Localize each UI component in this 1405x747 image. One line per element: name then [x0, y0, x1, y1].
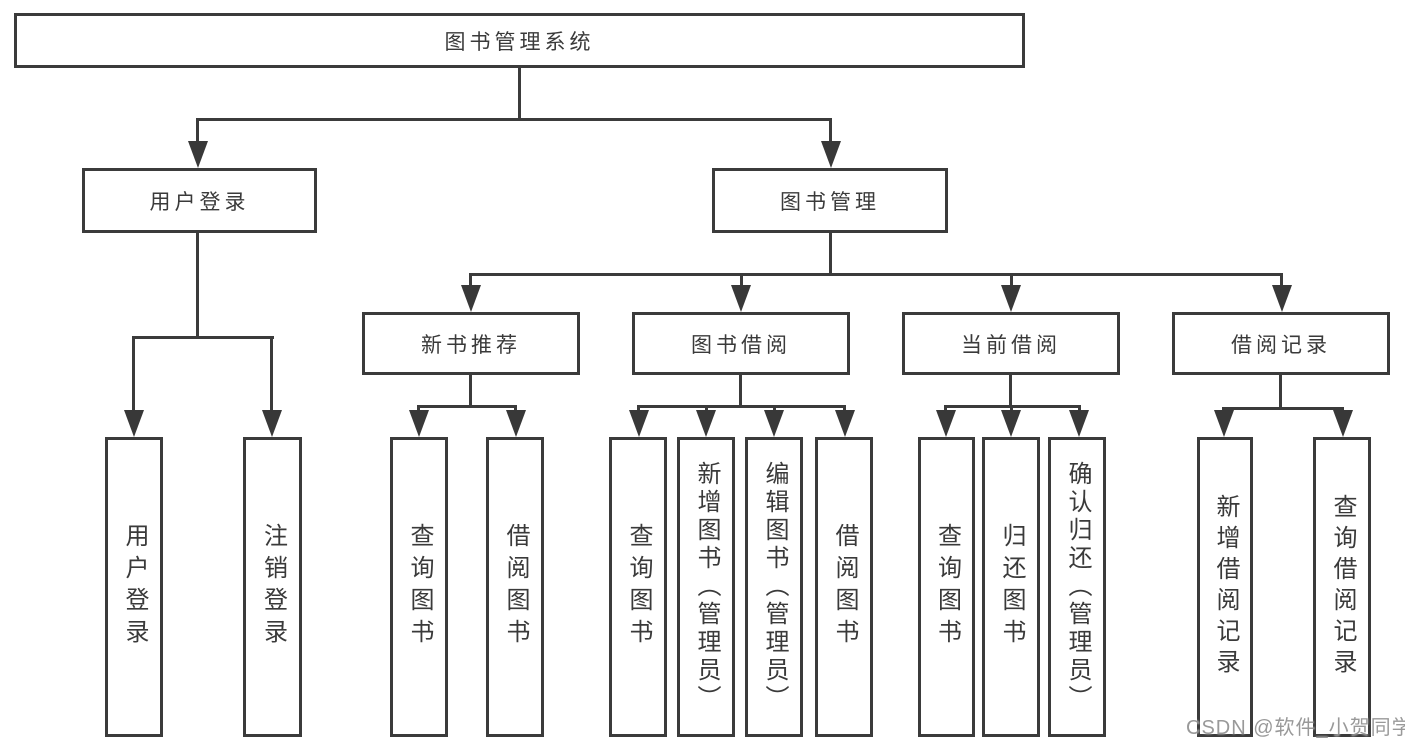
- node-label: 确认归还（管理员）: [1064, 461, 1091, 713]
- leaf-query-borrow-record: 查询借阅记录: [1313, 437, 1371, 737]
- connector-line: [1009, 375, 1012, 407]
- arrowhead-down-icon: [1214, 410, 1234, 437]
- connector-line: [514, 405, 517, 413]
- connector-line: [1222, 407, 1344, 410]
- connector-line: [1078, 405, 1081, 413]
- leaf-query-books-recommend: 查询图书: [390, 437, 448, 737]
- connector-line: [773, 405, 776, 413]
- node-label: 查询借阅记录: [1329, 494, 1356, 680]
- node-label: 用户登录: [121, 523, 148, 651]
- arrowhead-down-icon: [936, 410, 956, 437]
- connector-line: [132, 336, 135, 412]
- connector-line: [270, 336, 273, 412]
- connector-line: [740, 273, 743, 287]
- leaf-borrow-books-borrow: 借阅图书: [815, 437, 873, 737]
- node-label: 图书管理: [780, 190, 880, 214]
- connector-line: [705, 405, 708, 413]
- connector-line: [637, 405, 846, 408]
- arrowhead-down-icon: [821, 141, 841, 168]
- arrowhead-down-icon: [461, 285, 481, 312]
- arrowhead-down-icon: [506, 410, 526, 437]
- connector-line: [196, 118, 832, 121]
- leaf-borrow-books-recommend: 借阅图书: [486, 437, 544, 737]
- connector-line: [196, 233, 199, 338]
- arrowhead-down-icon: [1001, 410, 1021, 437]
- csdn-watermark: CSDN @软件_小贺同学: [1186, 717, 1405, 739]
- leaf-add-books-admin: 新增图书（管理员）: [677, 437, 735, 737]
- connector-line: [417, 405, 420, 413]
- node-label: 查询图书: [933, 523, 961, 651]
- arrowhead-down-icon: [1001, 285, 1021, 312]
- leaf-confirm-return-admin: 确认归还（管理员）: [1048, 437, 1106, 737]
- connector-line: [1010, 405, 1013, 413]
- node-borrowing-records: 借阅记录: [1172, 312, 1390, 375]
- node-book-borrowing: 图书借阅: [632, 312, 850, 375]
- arrowhead-down-icon: [409, 410, 429, 437]
- arrowhead-down-icon: [1333, 410, 1353, 437]
- node-root-library-management-system: 图书管理系统: [14, 13, 1025, 68]
- node-label: 新书推荐: [421, 333, 521, 357]
- node-label: 当前借阅: [961, 333, 1061, 357]
- connector-line: [469, 375, 472, 407]
- connector-line: [1280, 273, 1283, 287]
- leaf-query-books-current: 查询图书: [918, 437, 975, 737]
- connector-line: [1010, 273, 1013, 287]
- arrowhead-down-icon: [696, 410, 716, 437]
- node-label: 查询图书: [406, 523, 433, 651]
- node-current-borrowing: 当前借阅: [902, 312, 1120, 375]
- leaf-add-borrow-record: 新增借阅记录: [1197, 437, 1253, 737]
- connector-line: [843, 405, 846, 413]
- arrowhead-down-icon: [1272, 285, 1292, 312]
- connector-line: [518, 68, 521, 120]
- node-label: 注销登录: [259, 523, 287, 651]
- connector-line: [829, 118, 832, 146]
- node-new-book-recommendation: 新书推荐: [362, 312, 580, 375]
- node-label: 借阅图书: [502, 523, 529, 651]
- leaf-user-login: 用户登录: [105, 437, 163, 737]
- connector-line: [469, 273, 472, 287]
- node-label: 编辑图书（管理员）: [761, 461, 788, 713]
- leaf-logout: 注销登录: [243, 437, 302, 737]
- connector-line: [132, 336, 274, 339]
- arrowhead-down-icon: [764, 410, 784, 437]
- node-book-management-group: 图书管理: [712, 168, 948, 233]
- connector-line: [417, 405, 517, 408]
- node-label: 图书借阅: [691, 333, 791, 357]
- node-user-login-group: 用户登录: [82, 168, 317, 233]
- connector-line: [829, 233, 832, 275]
- arrowhead-down-icon: [262, 410, 282, 437]
- node-label: 新增图书（管理员）: [693, 461, 720, 713]
- leaf-query-books-borrow: 查询图书: [609, 437, 667, 737]
- leaf-return-books: 归还图书: [982, 437, 1040, 737]
- node-label: 借阅记录: [1231, 333, 1331, 357]
- arrowhead-down-icon: [731, 285, 751, 312]
- connector-line: [469, 273, 1283, 276]
- node-label: 查询图书: [625, 523, 652, 651]
- node-label: 借阅图书: [831, 523, 858, 651]
- arrowhead-down-icon: [629, 410, 649, 437]
- connector-line: [739, 375, 742, 407]
- connector-line: [196, 118, 199, 146]
- node-label: 新增借阅记录: [1212, 494, 1239, 680]
- connector-line: [1279, 375, 1282, 409]
- node-label: 用户登录: [149, 190, 250, 214]
- leaf-edit-books-admin: 编辑图书（管理员）: [745, 437, 803, 737]
- arrowhead-down-icon: [124, 410, 144, 437]
- node-label: 归还图书: [998, 523, 1025, 651]
- connector-line: [944, 405, 947, 413]
- connector-line: [637, 405, 640, 413]
- arrowhead-down-icon: [1069, 410, 1089, 437]
- node-label: 图书管理系统: [444, 30, 595, 54]
- arrowhead-down-icon: [835, 410, 855, 437]
- arrowhead-down-icon: [188, 141, 208, 168]
